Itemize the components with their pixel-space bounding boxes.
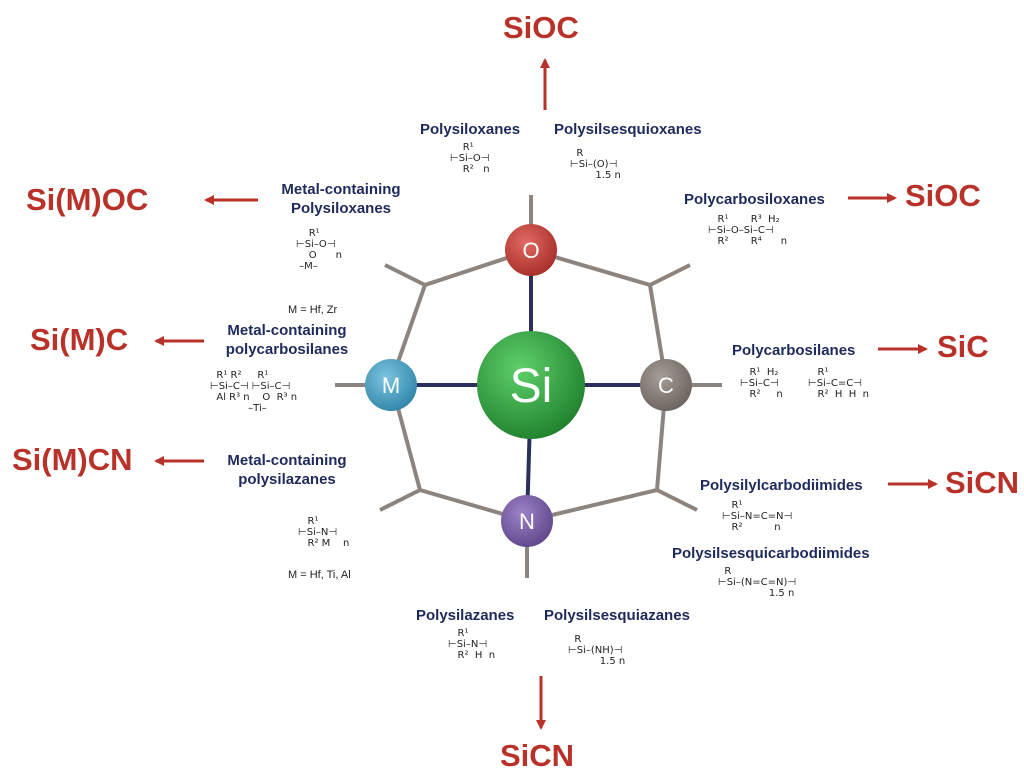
- note-siloxane-metals: M = Hf, Zr: [288, 304, 338, 316]
- label-line-1: Metal-containing: [281, 181, 401, 198]
- label-line-2: Polysiloxanes: [290, 200, 392, 217]
- formula-metal-polysiloxanes: R¹ ⊢Si–O⊣ O n –M–: [296, 228, 342, 272]
- label-polysilsesquioxanes: Polysilsesquioxanes: [554, 121, 702, 138]
- label-line-2: polycarbosilanes: [225, 341, 349, 358]
- formula-polysiloxanes: R¹ ⊢Si–O⊣ R² n: [450, 142, 490, 175]
- product-top: SiOC: [503, 10, 579, 45]
- formula-metal-polysilazanes: R¹ ⊢Si–N⊣ R² M n: [298, 516, 350, 549]
- label-polycarbosilanes: Polycarbosilanes: [732, 342, 856, 359]
- label-metal-polysilazanes: Metal-containing polysilazanes: [212, 451, 362, 489]
- label-polysilsesquiazanes: Polysilsesquiazanes: [544, 607, 690, 624]
- label-line-1: Metal-containing: [227, 452, 347, 469]
- label-polysilazanes: Polysilazanes: [416, 607, 515, 624]
- formula-polysilsesquicarbodiimides: R ⊢Si–(N=C=N)⊣ 1.5 n: [718, 566, 797, 599]
- product-polycarbosiloxanes: SiOC: [905, 178, 981, 213]
- atom-Si: Si: [477, 331, 585, 439]
- formula-polysilazanes: R¹ ⊢Si–N⊣ R² H n: [448, 628, 496, 661]
- label-polycarbosiloxanes: Polycarbosiloxanes: [684, 191, 825, 208]
- formula-polycarbosiloxanes: R¹ R³ H₂ ⊢Si–O–Si–C⊣ R² R⁴ n: [708, 214, 788, 247]
- formula-polycarbosilanes-a: R¹ H₂ ⊢Si–C⊣ R² n: [740, 367, 783, 400]
- svg-text:Si: Si: [510, 360, 553, 413]
- label-metal-polycarbosilanes: Metal-containing polycarbosilanes: [212, 321, 362, 359]
- label-metal-polysiloxanes: Metal-containing Polysiloxanes: [266, 180, 416, 218]
- product-polycarbosilanes: SiC: [937, 329, 989, 364]
- product-polysilylcarbodiimides: SiCN: [945, 465, 1020, 500]
- svg-text:N: N: [519, 509, 535, 534]
- label-polysilsesquicarbodiimides: Polysilsesquicarbodiimides: [672, 545, 870, 562]
- product-metal-carbosilanes: Si(M)C: [30, 322, 129, 357]
- note-silazane-metals: M = Hf, Ti, Al: [288, 569, 351, 581]
- label-line-1: Metal-containing: [227, 322, 347, 339]
- product-metal-siloxanes: Si(M)OC: [26, 182, 149, 217]
- svg-text:C: C: [658, 373, 674, 398]
- formula-polysilsesquioxanes: R ⊢Si–(O)⊣ 1.5 n: [570, 148, 621, 181]
- formula-polycarbosilanes-b: R¹ ⊢Si–C=C⊣ R² H H n: [808, 367, 869, 400]
- label-polysilylcarbodiimides: Polysilylcarbodiimides: [700, 477, 863, 494]
- atom-N: N: [501, 495, 553, 547]
- label-line-2: polysilazanes: [238, 471, 336, 488]
- arrows: [154, 58, 938, 730]
- product-bottom: SiCN: [500, 738, 575, 773]
- svg-text:M: M: [382, 373, 400, 398]
- label-polysiloxanes: Polysiloxanes: [420, 121, 521, 138]
- formula-metal-polycarbosilanes: R¹ R² R¹ ⊢Si–C⊣ ⊢Si–C⊣ Al R³ n O R³ n –T…: [210, 370, 298, 414]
- svg-text:O: O: [522, 238, 539, 263]
- formula-polysilylcarbodiimides: R¹ ⊢Si–N=C=N⊣ R² n: [722, 500, 793, 533]
- atom-M: M: [365, 359, 417, 411]
- formula-polysilsesquiazanes: R ⊢Si–(NH)⊣ 1.5 n: [568, 634, 626, 667]
- atom-O: O: [505, 224, 557, 276]
- atom-C: C: [640, 359, 692, 411]
- product-metal-silazanes: Si(M)CN: [12, 442, 133, 477]
